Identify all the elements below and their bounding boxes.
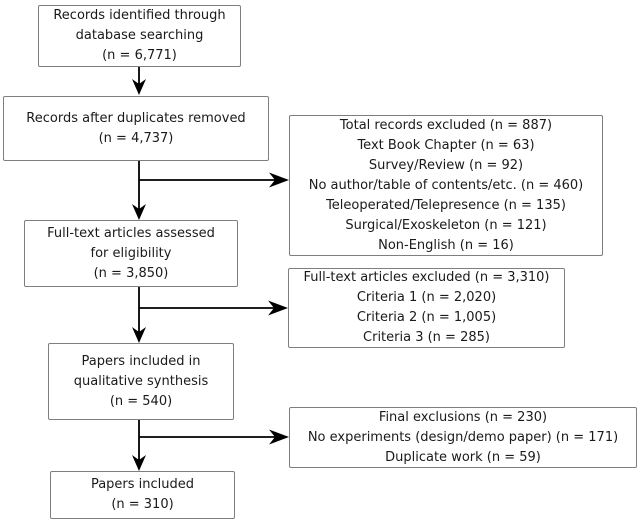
box-text-line: Criteria 2 (n = 1,005) bbox=[356, 310, 497, 325]
box-qualitative-synthesis: Papers included in qualitative synthesis… bbox=[48, 343, 234, 420]
arrow-branch-fulltext-excluded bbox=[139, 300, 288, 316]
arrow-branch-records-excluded bbox=[139, 172, 289, 188]
arrow-assessed-to-synthesis bbox=[132, 287, 146, 343]
box-text-line: No experiments (design/demo paper) (n = … bbox=[307, 429, 619, 445]
box-records-excluded: Total records excluded (n = 887) Text Bo… bbox=[289, 115, 603, 256]
box-text-line: Total records excluded (n = 887) bbox=[339, 117, 553, 133]
box-text-line: (n = 310) bbox=[111, 497, 174, 512]
box-final-exclusions: Final exclusions (n = 230) No experiment… bbox=[289, 407, 637, 468]
box-text-line: (n = 3,850) bbox=[93, 265, 169, 281]
box-text-line: Criteria 3 (n = 285) bbox=[363, 330, 490, 345]
box-text-line: Final exclusions (n = 230) bbox=[378, 409, 548, 425]
box-text-line: (n = 540) bbox=[109, 393, 173, 409]
arrow-duplicates-to-assessed bbox=[132, 161, 146, 220]
box-fulltext-assessed: Full-text articles assessed for eligibil… bbox=[24, 220, 238, 287]
box-records-identified: Records identified through database sear… bbox=[38, 5, 241, 67]
box-text-line: qualitative synthesis bbox=[73, 373, 209, 389]
box-text-line: Non-English (n = 16) bbox=[378, 237, 514, 253]
arrow-identified-to-duplicates bbox=[132, 67, 146, 95]
box-text-line: Teleoperated/Telepresence (n = 135) bbox=[326, 197, 566, 213]
box-text-line: Criteria 1 (n = 2,020) bbox=[356, 290, 497, 305]
box-text-line: Duplicate work (n = 59) bbox=[385, 449, 541, 465]
box-text-line: Full-text articles excluded (n = 3,310) bbox=[303, 270, 550, 285]
box-papers-included: Papers included (n = 310) bbox=[50, 471, 235, 519]
box-text-line: No author/table of contents/etc. (n = 46… bbox=[308, 177, 584, 193]
box-text-line: Papers included bbox=[90, 477, 195, 492]
box-fulltext-excluded: Full-text articles excluded (n = 3,310) … bbox=[288, 268, 565, 348]
arrow-synthesis-to-included bbox=[132, 420, 146, 471]
box-text-line: for eligibility bbox=[90, 245, 172, 261]
box-text-line: Records identified through bbox=[53, 8, 226, 23]
box-text-line: Text Book Chapter (n = 63) bbox=[357, 137, 535, 153]
box-after-duplicates: Records after duplicates removed (n = 4,… bbox=[3, 96, 269, 161]
arrow-branch-final-exclusions bbox=[139, 429, 289, 445]
box-text-line: Surgical/Exoskeleton (n = 121) bbox=[345, 217, 547, 233]
box-text-line: (n = 4,737) bbox=[98, 130, 174, 146]
box-text-line: database searching bbox=[75, 28, 204, 43]
box-text-line: Records after duplicates removed bbox=[26, 110, 246, 126]
box-text-line: (n = 6,771) bbox=[102, 48, 177, 63]
box-text-line: Papers included in bbox=[81, 353, 201, 369]
box-text-line: Full-text articles assessed bbox=[47, 225, 215, 241]
box-text-line: Survey/Review (n = 92) bbox=[368, 157, 524, 173]
